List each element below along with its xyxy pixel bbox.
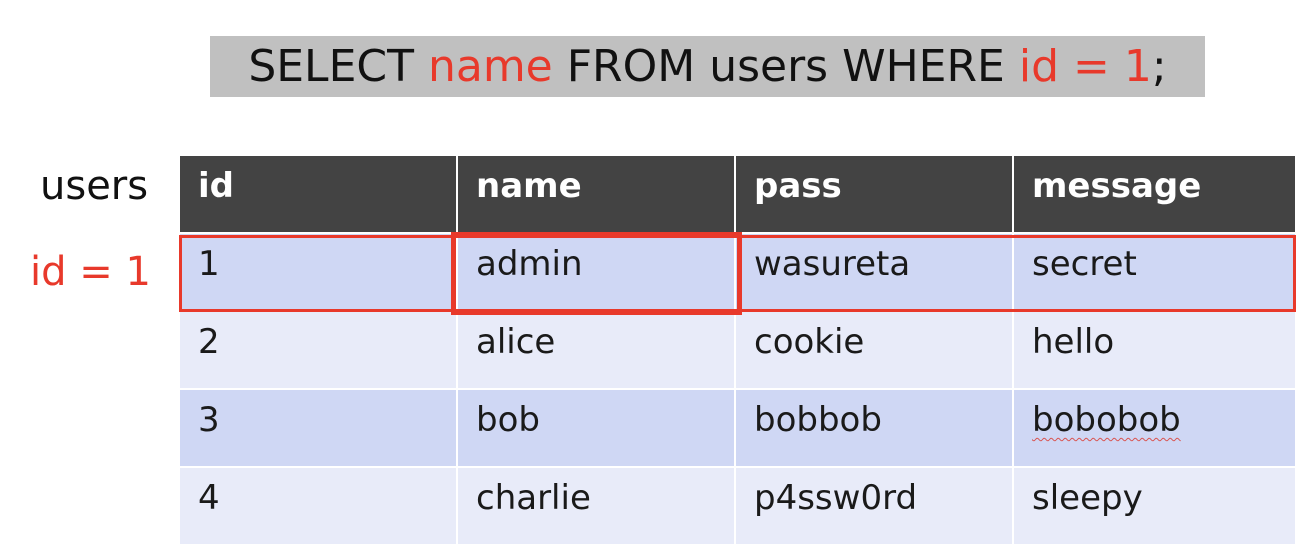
table-cell: 2: [180, 312, 456, 388]
row-filter-label: id = 1: [30, 249, 151, 295]
table-cell: charlie: [458, 468, 734, 544]
table-cell: cookie: [736, 312, 1012, 388]
spellcheck-flagged-text: bobobob: [1032, 400, 1181, 440]
table-cell: alice: [458, 312, 734, 388]
table-cell: bobbob: [736, 390, 1012, 466]
table-cell: 1: [180, 234, 456, 310]
column-header-id: id: [180, 156, 456, 232]
column-header-message: message: [1014, 156, 1295, 232]
query-part-condition: id = 1: [1018, 41, 1152, 92]
table-cell: admin: [458, 234, 734, 310]
table-cell: bob: [458, 390, 734, 466]
table-cell: bobobob: [1014, 390, 1295, 466]
column-header-pass: pass: [736, 156, 1012, 232]
query-part-column: name: [427, 41, 553, 92]
table-cell: p4ssw0rd: [736, 468, 1012, 544]
table-cell: hello: [1014, 312, 1295, 388]
table-cell: secret: [1014, 234, 1295, 310]
table-cell: 3: [180, 390, 456, 466]
table-name-label: users: [40, 163, 149, 209]
query-part-from-where: FROM users WHERE: [552, 41, 1019, 92]
users-table: id name pass message 1 admin wasureta se…: [180, 156, 1295, 544]
sql-query: SELECT name FROM users WHERE id = 1;: [210, 36, 1205, 97]
query-part-semicolon: ;: [1151, 41, 1167, 92]
table-cell: sleepy: [1014, 468, 1295, 544]
column-header-name: name: [458, 156, 734, 232]
table-cell: wasureta: [736, 234, 1012, 310]
query-part-select: SELECT: [248, 41, 428, 92]
table-cell: 4: [180, 468, 456, 544]
